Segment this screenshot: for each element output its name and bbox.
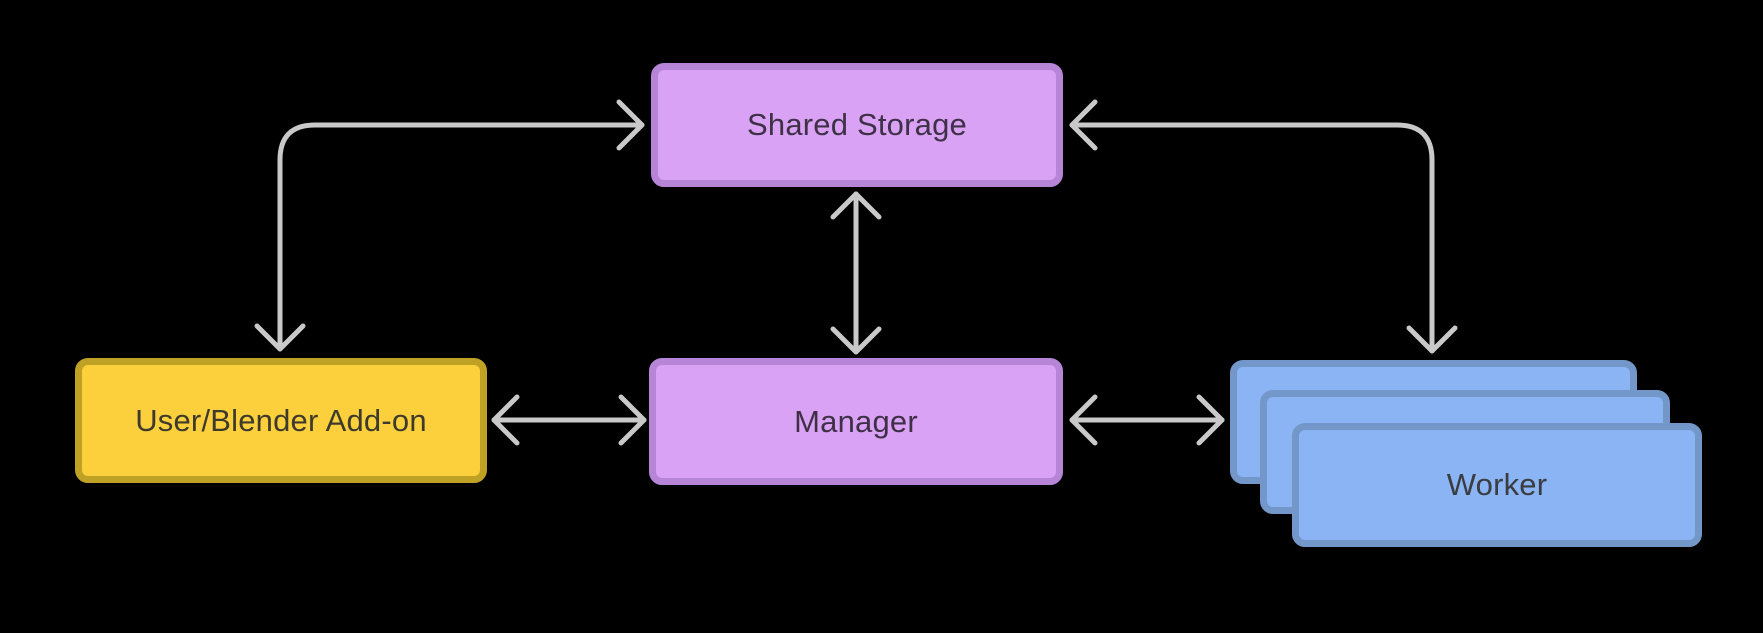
node-worker-label: Worker (1446, 467, 1548, 502)
node-shared-storage-label: Shared Storage (747, 107, 967, 142)
arrowhead-left-icon (491, 394, 520, 446)
node-shared-storage[interactable]: Shared Storage (651, 63, 1063, 187)
edge-addon-shared-storage[interactable] (254, 99, 645, 352)
node-worker[interactable]: Worker (1292, 423, 1702, 547)
arrowhead-down-icon (830, 326, 882, 355)
arrowhead-left-icon (1069, 99, 1098, 151)
node-user-blender-addon-label: User/Blender Add-on (135, 402, 427, 438)
node-user-blender-addon[interactable]: User/Blender Add-on (75, 358, 487, 483)
arrowhead-up-icon (830, 191, 882, 220)
arrowhead-right-icon (618, 394, 647, 446)
edge-line[interactable] (277, 122, 645, 352)
edge-addon-manager[interactable] (491, 394, 647, 446)
node-manager-label: Manager (794, 403, 918, 439)
arrowhead-down-icon (254, 323, 306, 352)
node-manager[interactable]: Manager (649, 358, 1063, 485)
edge-worker-shared-storage[interactable] (1069, 99, 1458, 354)
arrowhead-down-icon (1406, 325, 1458, 354)
edge-shared-storage-manager[interactable] (830, 191, 882, 355)
arrowhead-right-icon (1196, 394, 1225, 446)
edge-line[interactable] (1069, 122, 1435, 354)
arrowhead-right-icon (616, 99, 645, 151)
edges-group (254, 99, 1458, 446)
edge-manager-worker[interactable] (1069, 394, 1225, 446)
arrowhead-left-icon (1069, 394, 1098, 446)
